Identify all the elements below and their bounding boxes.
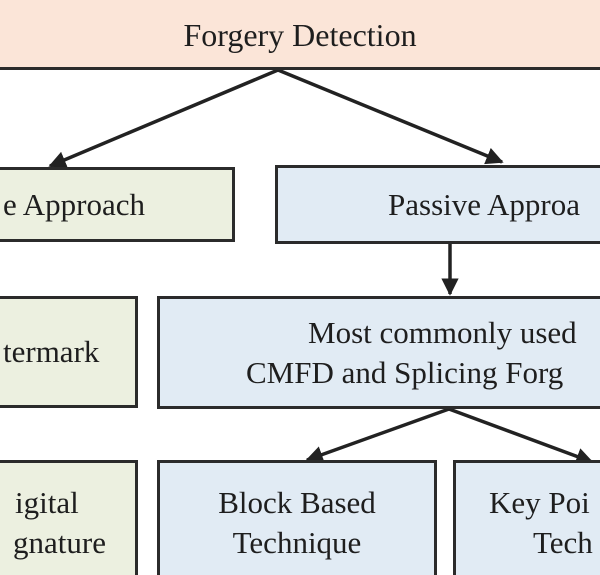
arrow-root-to-passive	[277, 68, 504, 165]
root-node-forgery-detection: Forgery Detection	[0, 0, 600, 70]
arrow-common-to-block	[305, 407, 450, 463]
block-based-node: Block Based Technique	[157, 460, 437, 575]
passive-approach-label: Passive Approa	[388, 186, 581, 222]
key-point-node: Key Poi Tech	[453, 460, 600, 575]
digital-signature-line-1: igital	[15, 484, 79, 520]
key-point-line-2: Tech	[533, 524, 593, 560]
arrow-root-to-active	[48, 68, 279, 168]
digital-signature-node: igital gnature	[0, 460, 138, 575]
passive-approach-node: Passive Approa	[275, 165, 600, 244]
most-common-node: Most commonly used CMFD and Splicing For…	[157, 296, 600, 409]
watermark-node: termark	[0, 296, 138, 408]
active-approach-label: e Approach	[3, 186, 146, 222]
most-common-line-1: Most commonly used	[308, 314, 577, 350]
arrow-common-to-keypoint	[448, 407, 594, 465]
watermark-label: termark	[3, 334, 100, 369]
key-point-line-1: Key Poi	[489, 484, 590, 520]
active-approach-node: e Approach	[0, 167, 235, 242]
block-based-line-2: Technique	[232, 524, 362, 560]
root-node-label: Forgery Detection	[183, 17, 417, 53]
digital-signature-line-2: gnature	[13, 524, 106, 560]
most-common-line-2: CMFD and Splicing Forg	[246, 354, 564, 390]
block-based-line-1: Block Based	[218, 484, 376, 520]
